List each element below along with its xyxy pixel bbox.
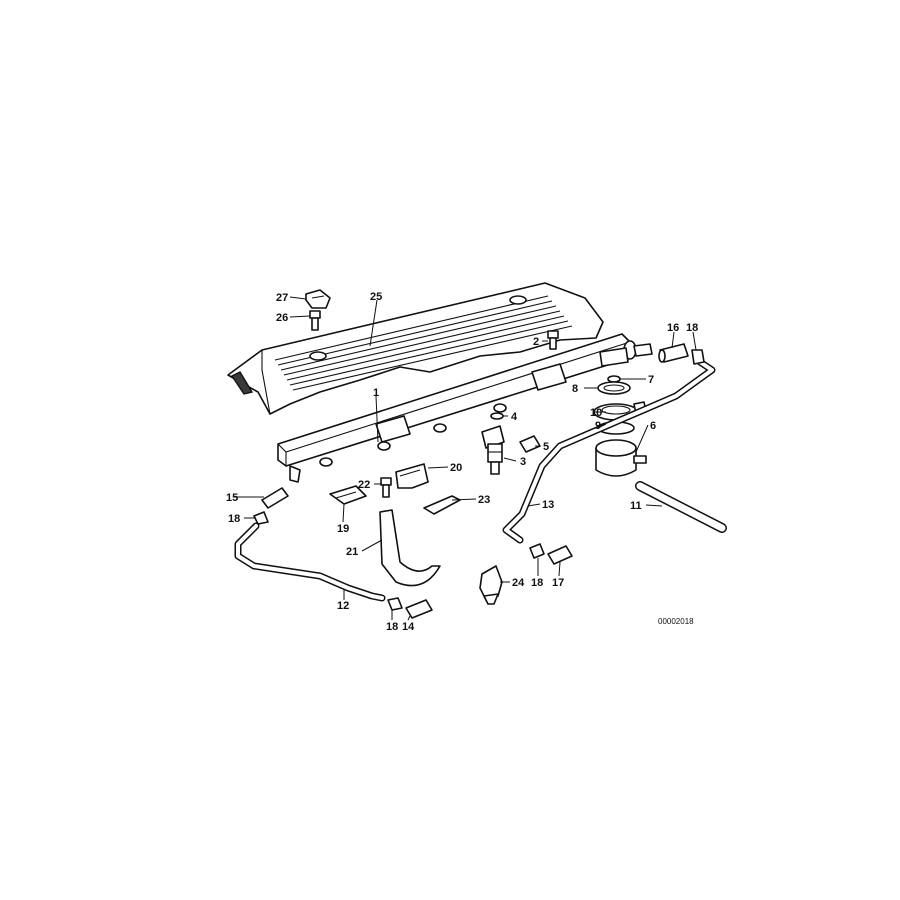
reference-code: 00002018 — [658, 617, 694, 626]
callout-12: 12 — [337, 600, 349, 612]
callout-27: 27 — [276, 292, 288, 304]
part-18-clamp-bottom — [387, 597, 403, 611]
leader-lines — [234, 296, 697, 621]
part-5-clip — [519, 435, 541, 453]
callout-22: 22 — [358, 479, 370, 491]
callout-2: 2 — [533, 336, 539, 348]
callout-20: 20 — [450, 462, 462, 474]
part-22-bolt — [380, 477, 392, 498]
part-16-hose — [658, 343, 689, 363]
callout-24: 24 — [512, 577, 525, 589]
part-1-fuel-rail — [277, 333, 653, 483]
part-26-bolt — [309, 310, 321, 331]
part-8-ring — [597, 381, 631, 395]
callout-11: 11 — [630, 500, 642, 512]
callout-21: 21 — [346, 546, 358, 558]
part-4-seal — [490, 412, 504, 420]
part-24-retainer — [479, 565, 503, 605]
callout-16: 16 — [667, 322, 679, 334]
callout-5: 5 — [543, 441, 549, 453]
part-21-bracket — [379, 509, 441, 587]
part-13-fuel-line — [502, 358, 716, 544]
part-12-fuel-line — [234, 522, 386, 602]
callout-18-upper: 18 — [686, 322, 698, 334]
part-15-hose — [261, 487, 289, 509]
callout-3: 3 — [520, 456, 526, 468]
part-6-pressure-regulator — [595, 439, 647, 477]
callout-9: 9 — [595, 420, 601, 432]
callout-26: 26 — [276, 312, 288, 324]
callout-25: 25 — [370, 291, 382, 303]
callout-15: 15 — [226, 492, 238, 504]
part-19-bracket — [329, 485, 367, 505]
part-7-ring — [607, 375, 621, 383]
callout-17: 17 — [552, 577, 564, 589]
callout-13: 13 — [542, 499, 554, 511]
callout-10: 10 — [590, 407, 602, 419]
callout-19: 19 — [337, 523, 349, 535]
callout-8: 8 — [572, 383, 578, 395]
part-23-bracket — [423, 495, 461, 515]
part-3-injector — [481, 425, 505, 475]
part-14-hose — [405, 599, 433, 619]
callout-18-bottom: 18 — [386, 621, 398, 633]
callout-1: 1 — [373, 387, 379, 399]
callout-18-right: 18 — [531, 577, 543, 589]
part-11-hose — [635, 481, 727, 533]
part-18-clamp-left — [253, 511, 269, 525]
part-2-bolt — [547, 330, 559, 350]
part-25-cover — [227, 282, 604, 415]
callout-23: 23 — [478, 494, 490, 506]
callout-14: 14 — [402, 621, 415, 633]
part-20-bracket — [395, 463, 429, 489]
callout-18-left: 18 — [228, 513, 240, 525]
callout-7: 7 — [648, 374, 654, 386]
part-17-hose — [547, 545, 573, 565]
callout-4: 4 — [511, 411, 518, 423]
part-18-clamp-upper — [691, 349, 705, 365]
part-18-clamp-right — [529, 543, 545, 559]
part-27-grommet — [305, 289, 331, 309]
callout-6: 6 — [650, 420, 656, 432]
